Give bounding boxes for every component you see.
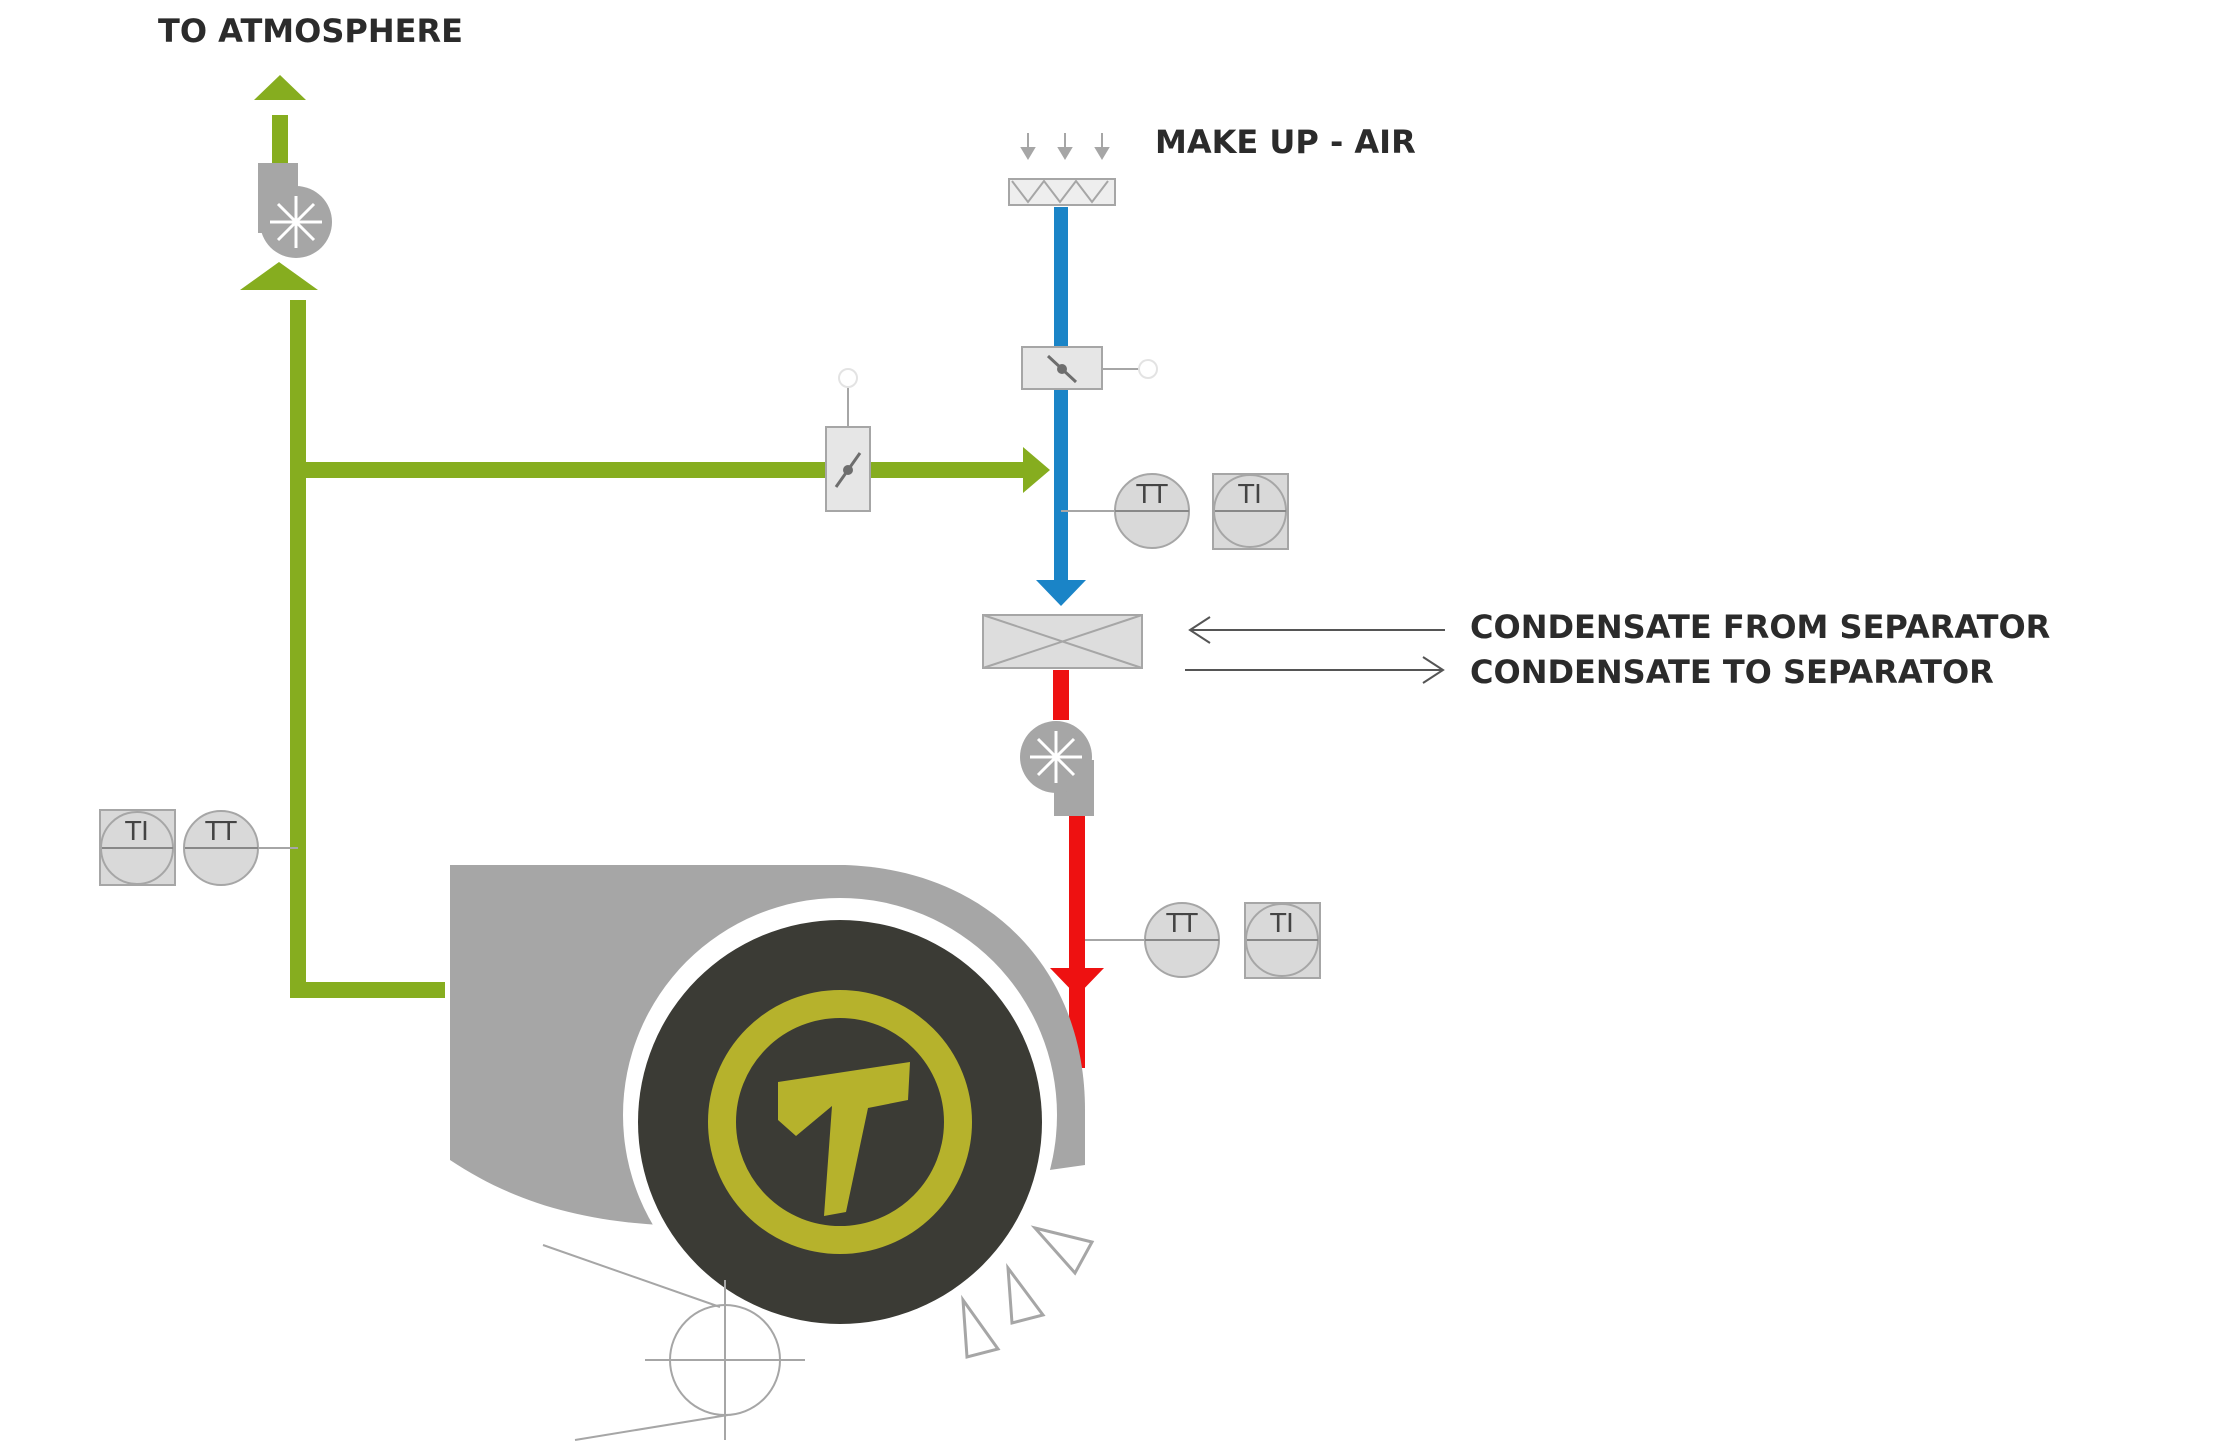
recirculation-arrowhead bbox=[1023, 447, 1050, 493]
make-up-air-label: MAKE UP - AIR bbox=[1155, 123, 1416, 161]
tt-label: TT bbox=[1165, 909, 1197, 939]
heat-exchanger-icon bbox=[982, 614, 1143, 669]
instrument-group-make-up-air: TT TI bbox=[1061, 473, 1289, 550]
condensate-from-separator-label: CONDENSATE FROM SEPARATOR bbox=[1470, 608, 2050, 646]
ti-label: TI bbox=[1237, 480, 1262, 510]
make-up-air-damper-icon bbox=[1021, 346, 1158, 390]
make-up-air-filter-icon bbox=[1008, 178, 1116, 206]
condensate-from-arrow bbox=[1188, 616, 1445, 644]
recirculation-damper-icon bbox=[825, 368, 871, 512]
instrument-group-hot-air: TT TI bbox=[1085, 902, 1321, 979]
drying-cylinder-icon bbox=[638, 920, 1042, 1324]
supply-fan-icon bbox=[1020, 721, 1094, 816]
to-atmosphere-label: TO ATMOSPHERE bbox=[158, 12, 463, 50]
condensate-to-arrow bbox=[1185, 656, 1445, 684]
exhaust-lines bbox=[272, 115, 1025, 998]
ti-label: TI bbox=[124, 817, 149, 847]
felt-guide-roll bbox=[542, 1244, 805, 1441]
instrument-group-exhaust: TI TT bbox=[99, 809, 298, 886]
condensate-to-separator-label: CONDENSATE TO SEPARATOR bbox=[1470, 653, 1994, 691]
ti-label: TI bbox=[1269, 909, 1294, 939]
exhaust-up-arrowhead bbox=[240, 262, 318, 290]
tt-label: TT bbox=[1135, 480, 1167, 510]
make-up-air-arrowhead bbox=[1036, 580, 1086, 606]
hot-air-arrowhead bbox=[1050, 968, 1104, 996]
doctor-blades bbox=[961, 1225, 1095, 1359]
atmosphere-arrowhead bbox=[254, 75, 306, 100]
exhaust-fan-icon bbox=[258, 163, 332, 258]
exhaust-main-duct bbox=[290, 300, 445, 998]
make-up-air-intake-arrows bbox=[1020, 133, 1110, 160]
tt-label: TT bbox=[204, 817, 236, 847]
